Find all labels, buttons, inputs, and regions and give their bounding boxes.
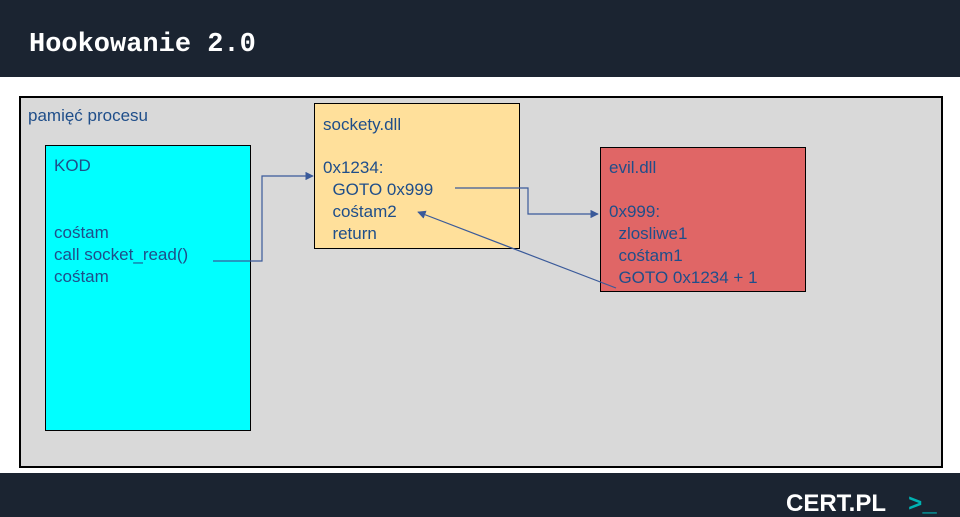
code-line-1: cośtam: [54, 223, 109, 242]
process-memory-label: pamięć procesu: [28, 106, 149, 125]
evil-dll-label: evil.dll: [609, 158, 657, 177]
evil-line-1: 0x999:: [609, 202, 661, 221]
evil-line-4: GOTO 0x1234 + 1: [609, 268, 758, 287]
sockety-line-2: GOTO 0x999: [323, 180, 434, 199]
cert-pl-logo: CERT.PL >_: [786, 490, 937, 515]
evil-dll-block: [600, 147, 806, 292]
sockety-line-4: return: [323, 224, 377, 243]
header-bar: Hookowanie 2.0: [0, 0, 960, 77]
code-block: [45, 145, 251, 431]
logo-text: CERT.PL: [786, 490, 886, 515]
evil-line-2: zlosliwe1: [609, 224, 688, 243]
code-line-2: call socket_read(): [54, 245, 189, 264]
sockety-line-3: cośtam2: [323, 202, 397, 221]
logo-suffix: >_: [908, 492, 937, 515]
slide-title: Hookowanie 2.0: [29, 30, 256, 60]
code-block-label: KOD: [54, 156, 91, 175]
footer-bar: [0, 473, 960, 517]
evil-line-3: cośtam1: [609, 246, 683, 265]
code-line-3: cośtam: [54, 267, 109, 286]
sockety-dll-label: sockety.dll: [323, 115, 402, 134]
sockety-line-1: 0x1234:: [323, 158, 384, 177]
